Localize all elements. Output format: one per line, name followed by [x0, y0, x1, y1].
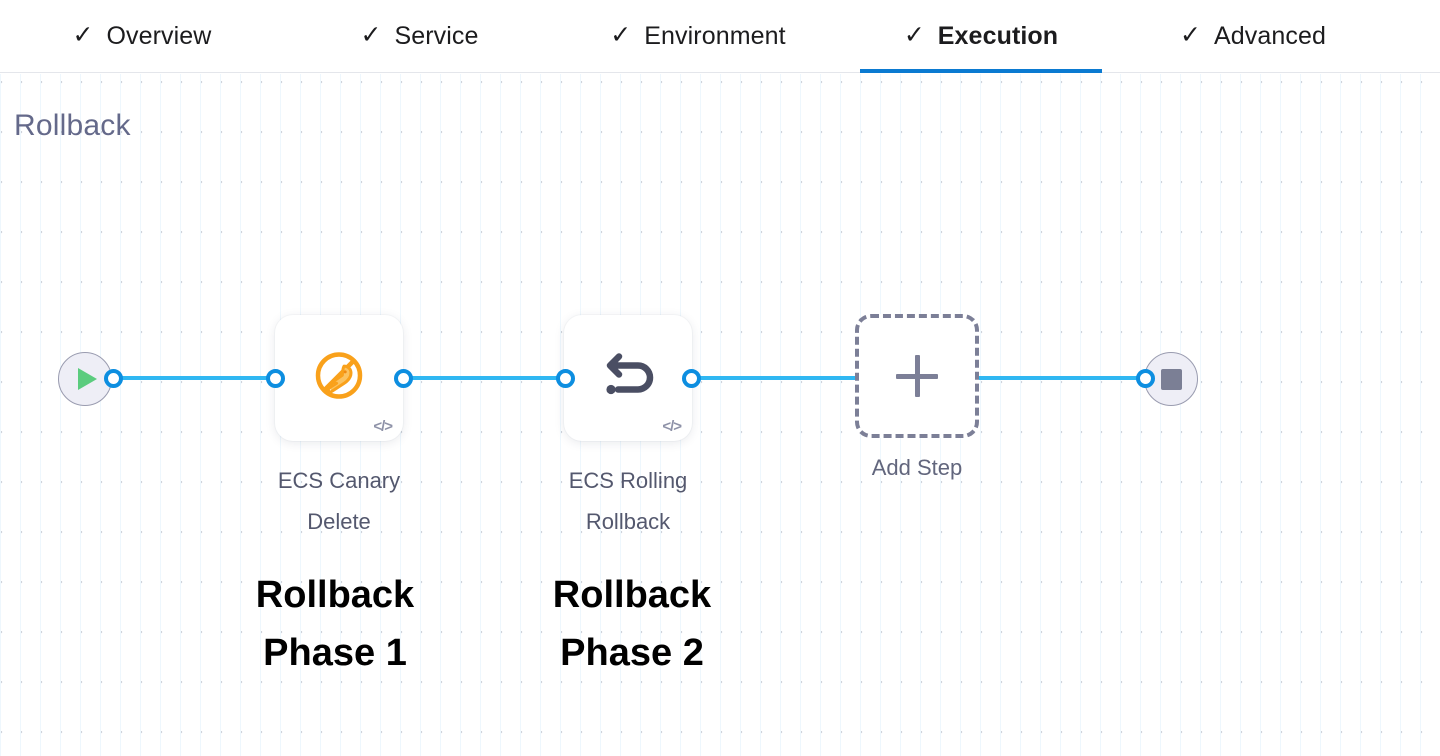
connector-dot-step2-in[interactable] [556, 369, 575, 388]
stage-tab-bar: ✓ Overview ✓ Service ✓ Environment ✓ Exe… [0, 0, 1440, 73]
tab-underline [578, 69, 818, 73]
play-icon [78, 368, 97, 390]
tab-service[interactable]: ✓ Service [327, 0, 512, 73]
check-icon: ✓ [1180, 20, 1201, 49]
tab-label: Advanced [1213, 21, 1326, 50]
check-icon: ✓ [903, 20, 925, 49]
tab-underline [42, 69, 242, 73]
check-icon: ✓ [360, 20, 382, 49]
connector-dot-step1-out[interactable] [394, 369, 413, 388]
tab-underline [860, 68, 1102, 73]
plus-icon-vertical [914, 355, 920, 397]
step-label-ecs-canary-delete: ECS Canary Delete [277, 468, 401, 534]
annotation-rollback-phase-1: Rollback Phase 1 [255, 574, 415, 674]
start-node[interactable] [58, 352, 112, 406]
add-step-label: Add Step [871, 455, 963, 480]
page-title: Rollback [14, 109, 131, 142]
tab-label: Service [394, 21, 479, 50]
stop-icon [1160, 368, 1182, 390]
connector-start-to-step1 [110, 376, 285, 380]
step-node-ecs-canary-delete[interactable]: </> [275, 315, 403, 441]
check-icon: ✓ [72, 20, 94, 49]
step-label-ecs-rolling-rollback: ECS Rolling Rollback [568, 468, 688, 534]
code-icon[interactable]: </> [662, 418, 682, 435]
connector-dot-step1-in[interactable] [266, 369, 285, 388]
tab-environment[interactable]: ✓ Environment [578, 0, 818, 73]
check-icon: ✓ [610, 20, 632, 49]
tab-label: Overview [106, 21, 212, 50]
ecs-rolling-rollback-icon [598, 348, 658, 409]
add-step-button[interactable] [855, 314, 979, 438]
tab-underline [327, 69, 512, 73]
pipeline-canvas[interactable]: Rollback [0, 74, 1440, 756]
tab-execution[interactable]: ✓ Execution [860, 0, 1102, 73]
pipeline-graph: </> ECS Canary Delete Rollback Phase 1 <… [0, 74, 1440, 756]
connector-dot-step2-out[interactable] [682, 369, 701, 388]
ecs-canary-delete-icon [311, 348, 367, 409]
code-icon[interactable]: </> [373, 418, 393, 435]
tab-label: Environment [644, 21, 786, 50]
connector-step1-to-step2 [400, 376, 575, 380]
step-node-ecs-rolling-rollback[interactable]: </> [564, 315, 692, 441]
annotation-rollback-phase-2: Rollback Phase 2 [552, 574, 712, 674]
tab-overview[interactable]: ✓ Overview [42, 0, 242, 73]
tab-underline [1148, 69, 1358, 73]
end-node[interactable] [1144, 352, 1198, 406]
connector-dot-end-in[interactable] [1136, 369, 1155, 388]
tab-advanced[interactable]: ✓ Advanced [1148, 0, 1358, 73]
tab-label: Execution [937, 21, 1059, 50]
connector-dot-start-out[interactable] [104, 369, 123, 388]
